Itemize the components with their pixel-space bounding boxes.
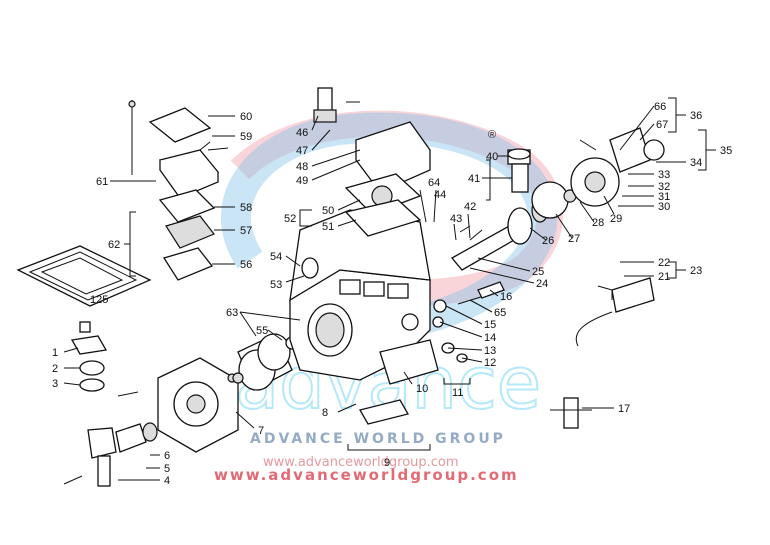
label-28: 28: [592, 217, 604, 229]
label-3: 3: [52, 378, 58, 390]
label-22: 22: [658, 257, 670, 269]
crankcase-body: [289, 209, 439, 425]
label-13: 13: [484, 345, 496, 357]
gasket-58: [158, 189, 216, 223]
oil-pump-assembly: [570, 127, 665, 207]
label-64: 64: [428, 177, 440, 189]
watermark-company-name: ADVANCE WORLD GROUP: [250, 431, 506, 447]
label-36: 36: [690, 110, 702, 122]
label-9: 9: [384, 457, 390, 469]
label-21: 21: [658, 271, 670, 283]
label-16: 16: [500, 291, 512, 303]
label-63: 63: [226, 307, 238, 319]
label-30: 30: [658, 201, 670, 213]
label-31: 31: [658, 191, 670, 203]
label-7: 7: [258, 425, 264, 437]
label-65: 65: [494, 307, 506, 319]
label-23: 23: [690, 265, 702, 277]
service-valve-assembly: [63, 321, 158, 487]
label-44: 44: [434, 189, 446, 201]
watermark-url-light: www.advanceworldgroup.com: [263, 455, 459, 470]
label-25: 25: [532, 266, 544, 278]
gasket-mark: 125: [90, 294, 108, 306]
watermark-url-bold: www.advanceworldgroup.com: [214, 466, 519, 484]
valve-57: [165, 215, 215, 249]
label-6: 6: [164, 450, 170, 462]
label-32: 32: [658, 181, 670, 193]
label-66: 66: [654, 101, 666, 113]
label-24: 24: [536, 278, 548, 290]
label-35: 35: [720, 145, 732, 157]
crankcase-heater: [575, 277, 655, 347]
label-57: 57: [240, 225, 252, 237]
sight-glass: [550, 397, 592, 429]
valve-plate-assembly: [128, 100, 229, 281]
label-11: 11: [452, 387, 463, 399]
label-14: 14: [484, 332, 496, 344]
label-49: 49: [296, 175, 308, 187]
label-4: 4: [164, 475, 170, 487]
label-56: 56: [240, 259, 252, 271]
label-61: 61: [96, 176, 108, 188]
label-54: 54: [270, 251, 282, 263]
label-52: 52: [284, 213, 296, 225]
label-41: 41: [468, 173, 480, 185]
label-10: 10: [416, 383, 428, 395]
label-26: 26: [542, 235, 554, 247]
label-51: 51: [322, 221, 334, 233]
label-42: 42: [464, 201, 476, 213]
label-48: 48: [296, 161, 308, 173]
label-62: 62: [108, 239, 120, 251]
label-47: 47: [296, 145, 308, 157]
motor-rotor: [232, 333, 299, 391]
label-58: 58: [240, 202, 252, 214]
base-10: [379, 339, 439, 385]
gasket-sheet: 125: [16, 245, 152, 307]
end-cover: [157, 357, 239, 453]
label-46: 46: [296, 127, 308, 139]
leader-lines: [63, 97, 716, 481]
label-50: 50: [322, 205, 334, 217]
label-60: 60: [240, 111, 252, 123]
label-2: 2: [52, 363, 58, 375]
part-labels: 60 59 61 58 57 62 56 1 2 3 4 5 6 7 63 55…: [52, 101, 732, 487]
label-33: 33: [658, 169, 670, 181]
bracket-9: [359, 399, 409, 425]
label-43: 43: [450, 213, 462, 225]
cover-60: [148, 107, 212, 143]
label-55: 55: [256, 325, 268, 337]
label-27: 27: [568, 233, 580, 245]
label-5: 5: [164, 463, 170, 475]
crankshaft-assembly: [450, 148, 577, 271]
label-1: 1: [52, 347, 58, 359]
cylinder-head-assembly: [313, 87, 431, 237]
label-12: 12: [484, 357, 496, 369]
label-15: 15: [484, 319, 496, 331]
label-53: 53: [270, 279, 282, 291]
small-parts: [432, 281, 505, 363]
label-40: 40: [486, 151, 498, 163]
label-8: 8: [322, 407, 328, 419]
label-34: 34: [690, 157, 702, 169]
label-59: 59: [240, 131, 252, 143]
gasket-56: [162, 247, 214, 281]
registered-mark: ®: [488, 129, 496, 141]
label-67: 67: [656, 119, 668, 131]
label-17: 17: [618, 403, 630, 415]
label-29: 29: [610, 213, 622, 225]
